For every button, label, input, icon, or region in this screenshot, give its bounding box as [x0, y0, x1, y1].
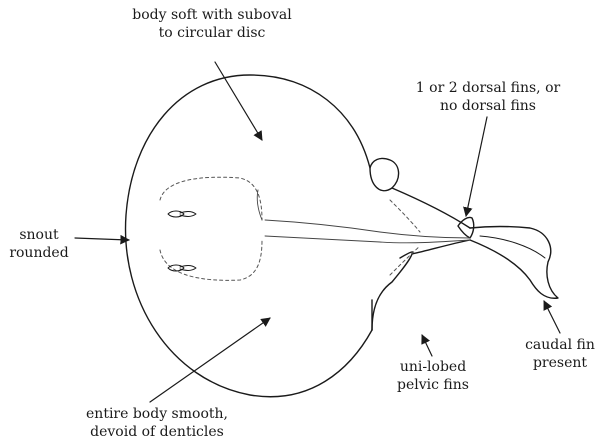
arrow-caudal-fin [544, 301, 560, 333]
arrow-body-disc [215, 62, 262, 140]
label-caudal-fin: caudal fin present [520, 336, 600, 372]
disc-outline [126, 75, 372, 397]
label-snout: snout rounded [4, 226, 74, 262]
label-body-disc: body soft with suboval to circular disc [92, 6, 332, 42]
tail [470, 227, 558, 299]
label-body-smooth: entire body smooth, devoid of denticles [42, 405, 272, 441]
pelvic-fin-upper [370, 158, 399, 190]
label-pelvic-fins: uni-lobed pelvic fins [388, 358, 478, 394]
arrow-dorsal-fins [466, 117, 487, 216]
arrow-pelvic-fins [422, 335, 432, 356]
arrow-body-smooth [150, 318, 270, 402]
pelvic-fin-lower [372, 252, 413, 330]
eye-upper-icon [168, 211, 184, 217]
label-dorsal-fins: 1 or 2 dorsal fins, or no dorsal fins [388, 79, 588, 115]
arrow-snout [75, 238, 129, 240]
